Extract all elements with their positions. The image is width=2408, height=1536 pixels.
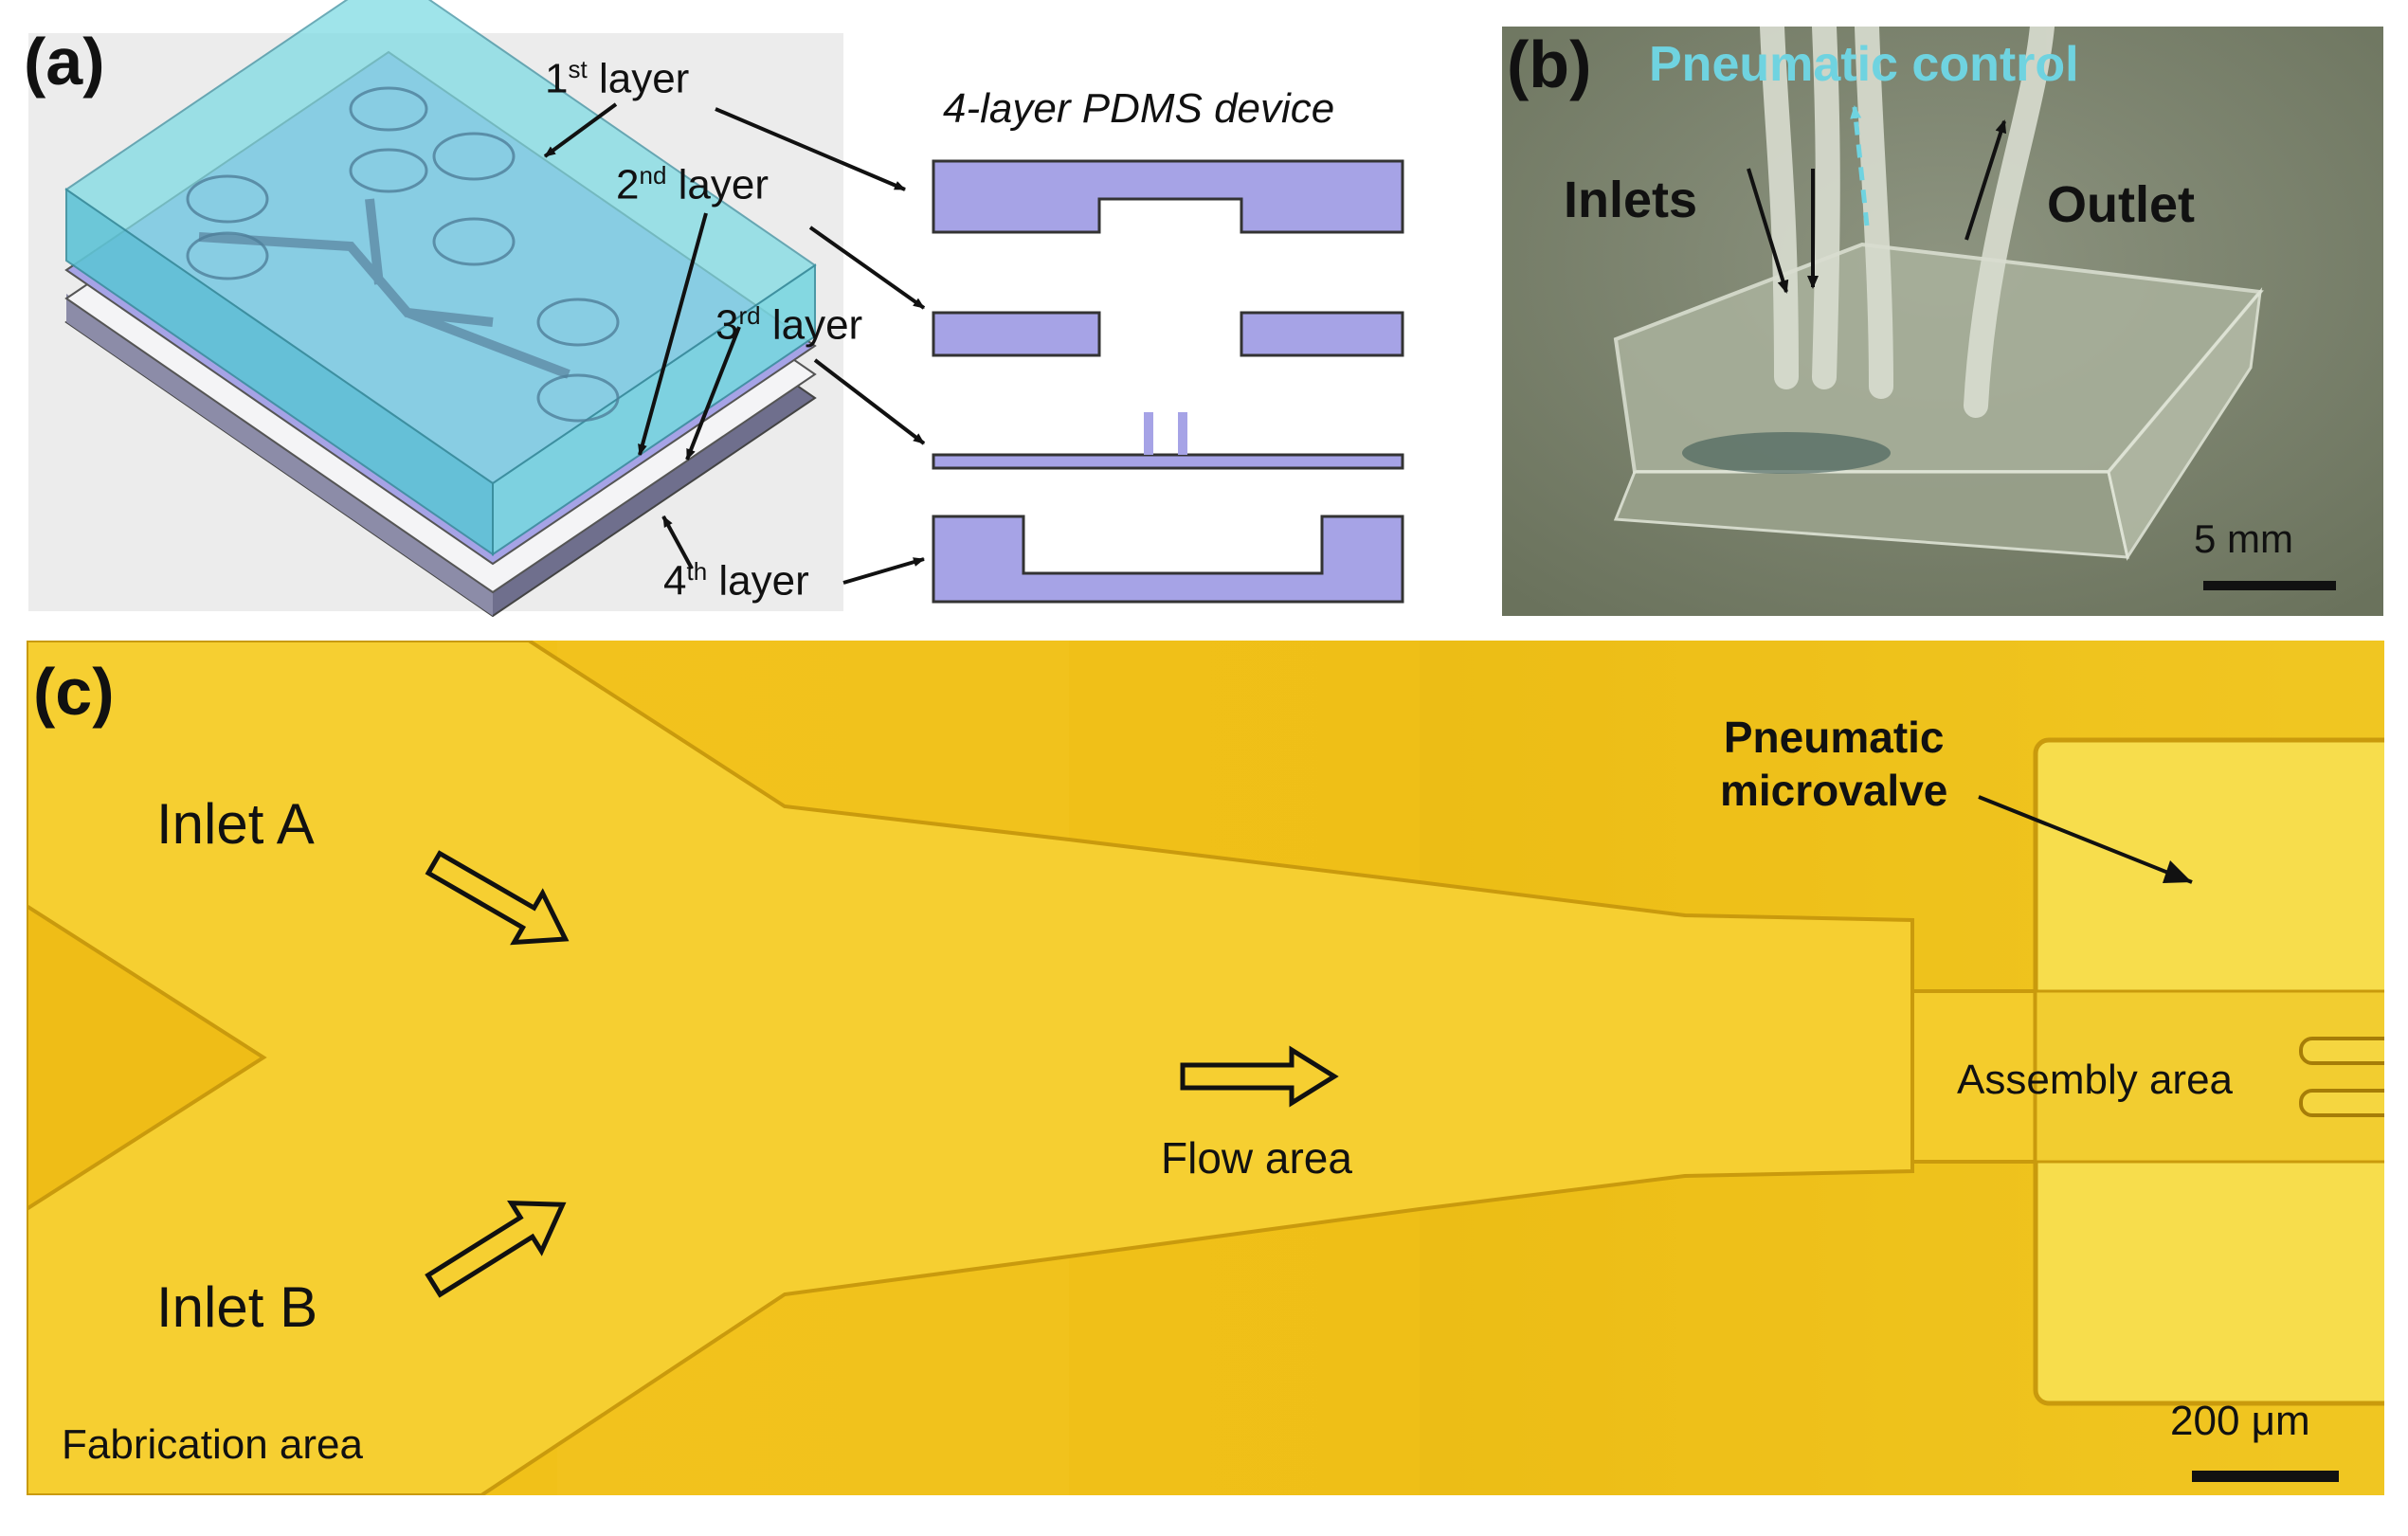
flow-area-label: Flow area (1161, 1133, 1352, 1183)
arrow-layer1-to-section (715, 107, 906, 191)
scale-bar-c (2192, 1471, 2339, 1482)
assembly-channel (1910, 989, 2037, 1164)
cross-section-pillar-2 (1178, 412, 1187, 455)
cross-section-layer-2b (1240, 311, 1404, 357)
panel-c-micrograph (27, 641, 2384, 1495)
cross-section-layer-2a (932, 311, 1101, 357)
microvalve-pointer (1978, 795, 2193, 884)
panel-a-figure (28, 0, 1404, 618)
inlet-arrow-1 (1747, 168, 1789, 294)
scale-bar-b (2203, 581, 2336, 590)
fabrication-area-label: Fabrication area (62, 1421, 363, 1468)
cross-section-pillar-1 (1144, 412, 1153, 455)
arrow-layer3-to-block (685, 326, 741, 461)
cross-section-layer-4 (932, 515, 1404, 604)
panel-b-photo (1502, 27, 2383, 616)
main-channel (27, 641, 1914, 1495)
layer-4-label: 4th layer (663, 557, 809, 605)
ports (186, 86, 620, 423)
cross-section-layer-1 (932, 159, 1404, 234)
layer-1-block-top (64, 0, 817, 485)
outlet-arrow (1964, 119, 2007, 241)
panel-b (1502, 27, 2383, 616)
panel-a-label: (a) (24, 25, 105, 99)
layer-3-label: 3rd layer (715, 301, 863, 349)
arrow-layer4-to-section (842, 557, 925, 585)
layer-2-label: 2nd layer (616, 161, 769, 208)
pneumatic-arrow (1850, 105, 1870, 226)
device-title: 4-layer PDMS device (943, 85, 1335, 132)
panel-a: (a) 1st layer 2nd layer 3rd layer 4th la… (0, 0, 1450, 625)
inlet-a-arrow (425, 850, 570, 946)
microchannel (198, 198, 570, 379)
trap-pillar-1 (2299, 1037, 2384, 1065)
arrow-layer2-to-section (808, 226, 926, 310)
inlet-a-label: Inlet A (156, 792, 315, 856)
panel-b-label: (b) (1507, 27, 1592, 101)
arrow-layer1-to-block (543, 102, 618, 158)
arrow-layer3-to-section (813, 358, 926, 445)
trap-pillar-2 (2299, 1089, 2384, 1117)
scale-bar-b-label: 5 mm (2194, 516, 2293, 561)
pneumatic-microvalve-label: Pneumatic microvalve (1720, 713, 1948, 815)
scale-bar-c-label: 200 μm (2170, 1398, 2310, 1444)
arrow-layer4-to-block (661, 515, 694, 569)
assembly-area-label: Assembly area (1957, 1057, 2234, 1103)
panel-c (27, 641, 2384, 1495)
cross-section (932, 159, 1404, 604)
arrow-layer2-to-block (638, 212, 708, 456)
y-junction-divider (27, 903, 267, 1212)
layer-1-label: 1st layer (545, 55, 690, 102)
panel-c-label: (c) (33, 655, 115, 729)
tubing (1760, 27, 2055, 418)
inlet-b-label: Inlet B (156, 1275, 318, 1339)
pneumatic-control-label: Pneumatic control (1649, 37, 2079, 92)
outlet-label: Outlet (2047, 176, 2195, 233)
cross-section-layer-3 (932, 453, 1404, 470)
chip-channel (1682, 432, 1891, 474)
inlets-label: Inlets (1564, 172, 1698, 228)
flow-arrow (1180, 1045, 1339, 1108)
inlet-b-arrow (425, 1200, 567, 1298)
